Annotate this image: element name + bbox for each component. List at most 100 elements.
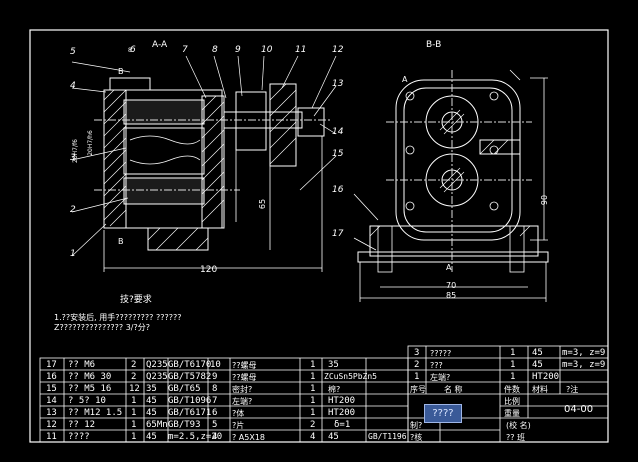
bom-cell: Q235 xyxy=(146,372,168,382)
bom-cell: 2 xyxy=(131,360,137,370)
section-mark-b-bottom: B xyxy=(118,237,124,246)
bom-header-name: 名 称 xyxy=(444,385,463,394)
bom-cell: 1 xyxy=(414,372,420,382)
dim-overall-120: 120 xyxy=(200,265,218,275)
bom-cell: ???? xyxy=(68,432,90,442)
fit-label-1: 20H7/f6 xyxy=(71,139,79,163)
bom-cell: GB/T1196 xyxy=(368,432,407,441)
part-number-4: 4 xyxy=(70,81,76,91)
bom-cell: 35 xyxy=(146,384,157,394)
part-number-9: 9 xyxy=(235,45,241,55)
bom-header-no: 序号 xyxy=(410,385,426,394)
bom-cell: 2 xyxy=(310,420,316,430)
bom-cell: 65Mn xyxy=(146,420,168,430)
bom-cell: ?片 xyxy=(232,421,245,430)
bom-cell: 4 xyxy=(310,432,316,442)
bom-cell: ??? xyxy=(430,361,443,370)
bom-cell: 密封? xyxy=(232,385,253,394)
tech-requirements-title: 技?要求 xyxy=(120,295,152,305)
bom-cell: 1 xyxy=(310,408,316,418)
bom-cell: Q235 xyxy=(146,360,168,370)
bom-cell: 4 xyxy=(212,432,218,442)
part-number-17: 17 xyxy=(332,229,344,239)
bom-cell: 35 xyxy=(328,360,339,370)
dim-height-65: 65 xyxy=(258,198,268,210)
part-number-8: 8 xyxy=(212,45,218,55)
bom-cell: 1 xyxy=(310,396,316,406)
bom-cell: m=2.5,z=20 xyxy=(168,432,223,442)
bom-cell: 1 xyxy=(310,384,316,394)
part-number-5: 5 xyxy=(70,47,76,57)
bom-cell: δ=1 xyxy=(334,420,351,430)
drawing-frame xyxy=(29,29,609,443)
title-block-scale-label: 比例 xyxy=(504,397,520,406)
bom-cell: 11 xyxy=(46,432,57,442)
selected-title-cell[interactable]: ???? xyxy=(424,404,462,423)
bom-cell: 17 xyxy=(46,360,57,370)
bom-cell: GB/T5782 xyxy=(168,372,212,382)
bom-cell: 13 xyxy=(46,408,57,418)
dim-small-8: 8 xyxy=(128,47,132,54)
part-number-10: 10 xyxy=(261,45,273,55)
bom-cell: 8 xyxy=(212,384,218,394)
section-mark-b-top: B xyxy=(118,67,124,76)
dim-right-70: 70 xyxy=(446,281,457,290)
bom-cell: 7 xyxy=(212,396,218,406)
bom-cell: ??螺母 xyxy=(232,373,257,382)
bom-cell: 3 xyxy=(414,348,420,358)
part-number-2: 2 xyxy=(70,205,76,215)
part-number-11: 11 xyxy=(295,45,307,55)
bom-cell: 1 xyxy=(131,432,137,442)
bom-header-mat: 材料 xyxy=(532,385,548,394)
tech-requirements-line-1: 1.??安装后, 用手????????? ?????? xyxy=(54,313,182,322)
bom-cell: 15 xyxy=(46,384,57,394)
bom-cell: 12 xyxy=(46,420,57,430)
fit-label-2: 20H7/h6 xyxy=(86,130,94,156)
title-block-drawn-label: 制? xyxy=(410,421,423,430)
section-mark-a-bottom: A xyxy=(446,263,452,272)
bom-cell: ?? M6 30 xyxy=(68,372,112,382)
bom-cell: 9 xyxy=(212,372,218,382)
bom-cell: HT200 xyxy=(328,408,356,418)
bom-cell: ?? M6 xyxy=(68,360,96,370)
part-number-12: 12 xyxy=(332,45,344,55)
bom-table-grid xyxy=(39,345,609,443)
bom-cell: GB/T93 xyxy=(168,420,201,430)
part-number-6: 6 xyxy=(130,45,136,55)
bom-cell: 45 xyxy=(146,396,157,406)
title-block-check-label: ?核 xyxy=(410,433,423,442)
bom-cell: 1 xyxy=(310,372,316,382)
bom-cell: 1 xyxy=(310,360,316,370)
title-block-weight-label: 重量 xyxy=(504,409,520,418)
bom-cell: 1 xyxy=(510,348,516,358)
part-number-14: 14 xyxy=(332,127,344,137)
bom-cell: GB/T65 xyxy=(168,384,201,394)
bom-cell: m=3, z=9 xyxy=(562,348,606,358)
bom-cell: ?? M12 1.5 xyxy=(68,408,123,418)
bom-cell: 14 xyxy=(46,396,57,406)
bom-cell: 45 xyxy=(532,348,543,358)
bom-cell: 45 xyxy=(532,360,543,370)
bom-cell: 1 xyxy=(131,396,137,406)
bom-cell: GB/T6170 xyxy=(168,360,212,370)
section-label-a-a: A-A xyxy=(152,40,168,50)
bom-cell: ? A5X18 xyxy=(232,433,266,442)
part-number-1: 1 xyxy=(70,249,76,259)
dim-right-90: 90 xyxy=(540,194,550,206)
school-label: (校 名) xyxy=(506,421,531,430)
bom-cell: ZCuSn5PbZn5 xyxy=(324,372,377,381)
part-number-3: 3 xyxy=(70,153,76,163)
bom-cell: 12 xyxy=(129,384,140,394)
bom-cell: m=3, z=9 xyxy=(562,360,606,370)
bom-cell: 16 xyxy=(46,372,57,382)
bom-cell: 2 xyxy=(131,372,137,382)
bom-cell: 45 xyxy=(328,432,339,442)
bom-cell: 棉? xyxy=(328,385,341,394)
bom-cell: ?? 12 xyxy=(68,420,96,430)
section-mark-a-top: A xyxy=(402,75,408,84)
section-b-b-view xyxy=(357,70,549,272)
bom-cell: 1 xyxy=(131,420,137,430)
bom-cell: 6 xyxy=(212,408,218,418)
part-number-15: 15 xyxy=(332,149,344,159)
